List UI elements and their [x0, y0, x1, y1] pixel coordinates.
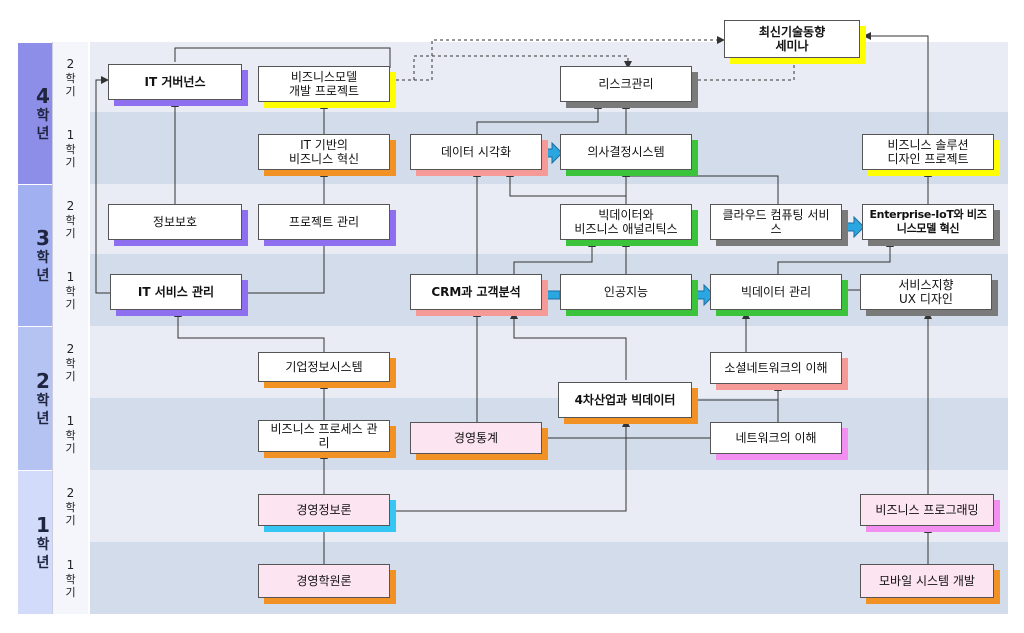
semester-char: 학	[65, 142, 76, 156]
semester-char: 기	[65, 441, 76, 455]
course-risk: 리스크관리	[560, 66, 692, 102]
connector	[626, 175, 779, 204]
course-it-biz-innovation: IT 기반의 비즈니스 혁신	[258, 134, 390, 170]
connector	[777, 239, 894, 274]
semester-char: 기	[65, 513, 76, 527]
semester-char: 기	[65, 155, 76, 169]
year-char: 년	[36, 125, 50, 142]
dashed-connector	[390, 55, 632, 81]
semester-char: 기	[65, 297, 76, 311]
connector	[174, 47, 391, 68]
connector	[513, 239, 596, 274]
course-seminar: 최신기술동향 세미나	[724, 20, 860, 58]
year-char: 학	[36, 249, 50, 266]
semester-number: 1	[66, 413, 75, 428]
semester-label: 2 학 기	[52, 184, 88, 254]
course-enterprise-iot: Enterprise-IoT와 비즈 니스모델 혁신	[862, 204, 994, 240]
course-crm: CRM과 고객분석	[410, 274, 542, 310]
year-number: 2	[36, 368, 50, 393]
semester-char: 학	[65, 500, 76, 514]
semester-char: 학	[65, 356, 76, 370]
semester-char: 학	[65, 428, 76, 442]
course-mobile-dev: 모바일 시스템 개발	[860, 564, 994, 598]
course-bigdata-mgmt: 빅데이터 관리	[710, 274, 842, 310]
connector	[476, 101, 602, 134]
connector	[390, 419, 630, 512]
semester-char: 기	[65, 84, 76, 98]
dashed-connector	[692, 51, 798, 81]
band-y4-s1	[90, 112, 1008, 184]
semester-char: 학	[65, 572, 76, 586]
year-char: 년	[36, 410, 50, 427]
course-industry4: 4차산업과 빅데이터	[558, 382, 692, 418]
course-mis: 경영정보론	[258, 494, 390, 526]
year-number: 1	[36, 512, 50, 537]
course-social-network: 소셜네트워크의 이해	[710, 352, 842, 384]
course-project-mgmt: 프로젝트 관리	[258, 204, 390, 240]
year-char: 년	[36, 267, 50, 284]
semester-char: 학	[65, 284, 76, 298]
connector	[510, 311, 627, 380]
course-bpm: 비즈니스 프로세스 관 리	[258, 420, 390, 452]
band-y1-s1	[90, 542, 1008, 614]
course-data-viz: 데이터 시각화	[410, 134, 542, 170]
band-y2-s1	[90, 398, 1008, 470]
course-erp: 기업정보시스템	[258, 352, 390, 382]
year-char: 학	[36, 107, 50, 124]
connector	[244, 234, 328, 294]
semester-char: 학	[65, 71, 76, 85]
course-biz-programming: 비즈니스 프로그래밍	[860, 494, 994, 526]
year-number: 3	[36, 225, 50, 250]
course-it-governance: IT 거버넌스	[108, 64, 242, 100]
semester-number: 1	[66, 127, 75, 142]
course-biz-stats: 경영통계	[410, 422, 542, 454]
year-char: 학	[36, 392, 50, 409]
band-y1-s2	[90, 470, 1008, 542]
course-network: 네트워크의 이해	[710, 422, 842, 454]
connector	[692, 384, 779, 401]
semester-char: 기	[65, 585, 76, 599]
course-bm-project: 비즈니스모델 개발 프로젝트	[258, 66, 390, 102]
course-ai: 인공지능	[560, 274, 692, 310]
year-number: 4	[36, 83, 50, 108]
course-cloud: 클라우드 컴퓨팅 서비 스	[710, 204, 842, 240]
connector	[863, 32, 929, 134]
semester-label: 1 학 기	[52, 254, 88, 326]
semester-number: 2	[66, 56, 75, 71]
semester-label: 2 학 기	[52, 326, 88, 398]
connector	[95, 76, 112, 294]
semester-number: 2	[66, 485, 75, 500]
course-biz-solution-project: 비즈니스 솔루션 디자인 프로젝트	[862, 134, 994, 170]
connector	[174, 309, 325, 352]
semester-label: 1 학 기	[52, 542, 88, 614]
semester-number: 2	[66, 341, 75, 356]
semester-char: 학	[65, 213, 76, 227]
year-char: 년	[36, 554, 50, 571]
semester-number: 1	[66, 557, 75, 572]
course-intro-mgmt: 경영학원론	[258, 564, 390, 598]
semester-number: 2	[66, 198, 75, 213]
year-char: 학	[36, 536, 50, 553]
semester-number: 1	[66, 269, 75, 284]
course-decision-system: 의사결정시스템	[560, 134, 692, 170]
course-it-service-mgmt: IT 서비스 관리	[110, 274, 242, 310]
semester-label: 2 학 기	[52, 42, 88, 112]
course-info-security: 정보보호	[108, 204, 242, 240]
connector	[506, 169, 626, 197]
semester-char: 기	[65, 369, 76, 383]
semester-char: 기	[65, 226, 76, 240]
semester-label: 1 학 기	[52, 398, 88, 470]
semester-label: 2 학 기	[52, 470, 88, 542]
course-bigdata-analytics: 빅데이터와 비즈니스 애널리틱스	[560, 204, 692, 240]
semester-label: 1 학 기	[52, 112, 88, 184]
course-ux-design: 서비스지향 UX 디자인	[860, 274, 992, 310]
